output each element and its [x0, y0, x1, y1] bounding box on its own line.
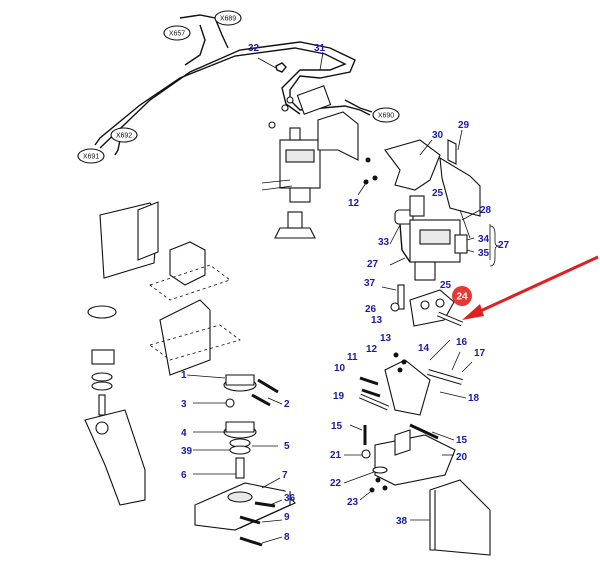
callout-28: 28 [480, 205, 492, 216]
connector-x692: X692 [110, 127, 138, 143]
pin-19 [359, 393, 389, 411]
callout-labels: 1 2 3 4 5 6 7 8 9 10 11 12 13 14 15 15 1… [181, 43, 510, 543]
connector-x657: X657 [163, 25, 191, 41]
callout-38: 38 [396, 516, 408, 527]
callout-30: 30 [432, 130, 444, 141]
callout-37: 37 [364, 278, 376, 289]
callout-36: 36 [284, 493, 296, 504]
connector-x689: X689 [214, 10, 242, 26]
nuts-12-13 [393, 352, 407, 373]
callout-5: 5 [284, 441, 290, 452]
svg-text:X692: X692 [116, 133, 132, 140]
callout-6: 6 [181, 470, 187, 481]
callout-26: 26 [365, 304, 377, 315]
group-brace-27 [489, 225, 500, 267]
clip-32 [257, 57, 287, 73]
callout-12: 12 [366, 344, 378, 355]
upper-valve-assembly [261, 85, 332, 239]
callout-19: 19 [333, 391, 345, 402]
bracket-30 [363, 139, 441, 191]
link-arm-16 [427, 369, 463, 385]
callout-10: 10 [334, 363, 346, 374]
callout-25: 25 [440, 280, 452, 291]
svg-text:X689: X689 [220, 16, 236, 23]
callout-20: 20 [456, 452, 468, 463]
callout-13: 13 [380, 333, 392, 344]
bolt-37 [381, 284, 405, 310]
leader-lines [186, 51, 491, 544]
callout-39: 39 [181, 446, 193, 457]
left-bracket-plate [159, 241, 211, 376]
connector-x691: X691 [77, 148, 105, 164]
callout-32: 32 [248, 43, 260, 54]
nut-26 [390, 302, 400, 312]
bolt-9 [239, 515, 261, 525]
nuts-21-22-23 [361, 449, 388, 493]
callout-18: 18 [468, 393, 480, 404]
callout-11: 11 [347, 352, 358, 363]
isolator-1 [223, 374, 257, 392]
callout-27: 27 [367, 259, 379, 270]
callout-33: 33 [378, 237, 390, 248]
highlight-marker-24: 24 [452, 286, 472, 306]
bolt-15 [363, 423, 439, 445]
callout-13b: 13 [371, 315, 383, 326]
callout-16: 16 [456, 337, 468, 348]
isolator-4 [223, 421, 257, 439]
left-isolator-stack [84, 305, 146, 506]
cover-29 [439, 139, 481, 217]
mount-bracket-7 [194, 482, 296, 531]
callout-15: 15 [331, 421, 343, 432]
link-block-14 [384, 359, 431, 416]
callout-4: 4 [181, 428, 187, 439]
callout-25b: 25 [432, 188, 444, 199]
left-shield [99, 201, 159, 279]
svg-text:X657: X657 [169, 31, 185, 38]
bolt-17 [461, 361, 473, 373]
bolt-36 [254, 501, 276, 508]
callout-35: 35 [478, 248, 490, 259]
bracket-plate-upper [317, 111, 359, 161]
callout-29: 29 [458, 120, 470, 131]
valve-assembly-27 [394, 195, 471, 281]
callout-7: 7 [282, 470, 288, 481]
connector-x690: X690 [372, 107, 400, 123]
cover-38 [429, 479, 491, 556]
bracket-20 [374, 429, 456, 486]
svg-text:24: 24 [456, 292, 468, 303]
washer-5 [229, 438, 251, 455]
stud-6 [235, 457, 245, 479]
bolt-8 [239, 536, 263, 547]
callout-31: 31 [314, 43, 326, 54]
callout-15b: 15 [456, 435, 468, 446]
callout-22: 22 [330, 478, 342, 489]
callout-2: 2 [284, 399, 290, 410]
bolts-2 [251, 378, 279, 407]
callout-12b: 12 [348, 198, 360, 209]
callout-1: 1 [181, 370, 187, 381]
callout-21: 21 [330, 450, 342, 461]
svg-text:X690: X690 [378, 113, 394, 120]
callout-14: 14 [418, 343, 430, 354]
callout-8: 8 [284, 532, 290, 543]
callout-27b: 27 [498, 240, 510, 251]
callout-3: 3 [181, 399, 187, 410]
highlight-arrow [462, 255, 599, 320]
callout-9: 9 [284, 512, 290, 523]
svg-text:X691: X691 [83, 154, 99, 161]
bolts-10-11 [359, 376, 381, 398]
callout-34: 34 [478, 234, 490, 245]
callout-23: 23 [347, 497, 359, 508]
left-dashed-outline [149, 264, 241, 361]
nut-3 [225, 398, 235, 408]
pin-24 [437, 311, 463, 327]
callout-17: 17 [474, 348, 486, 359]
